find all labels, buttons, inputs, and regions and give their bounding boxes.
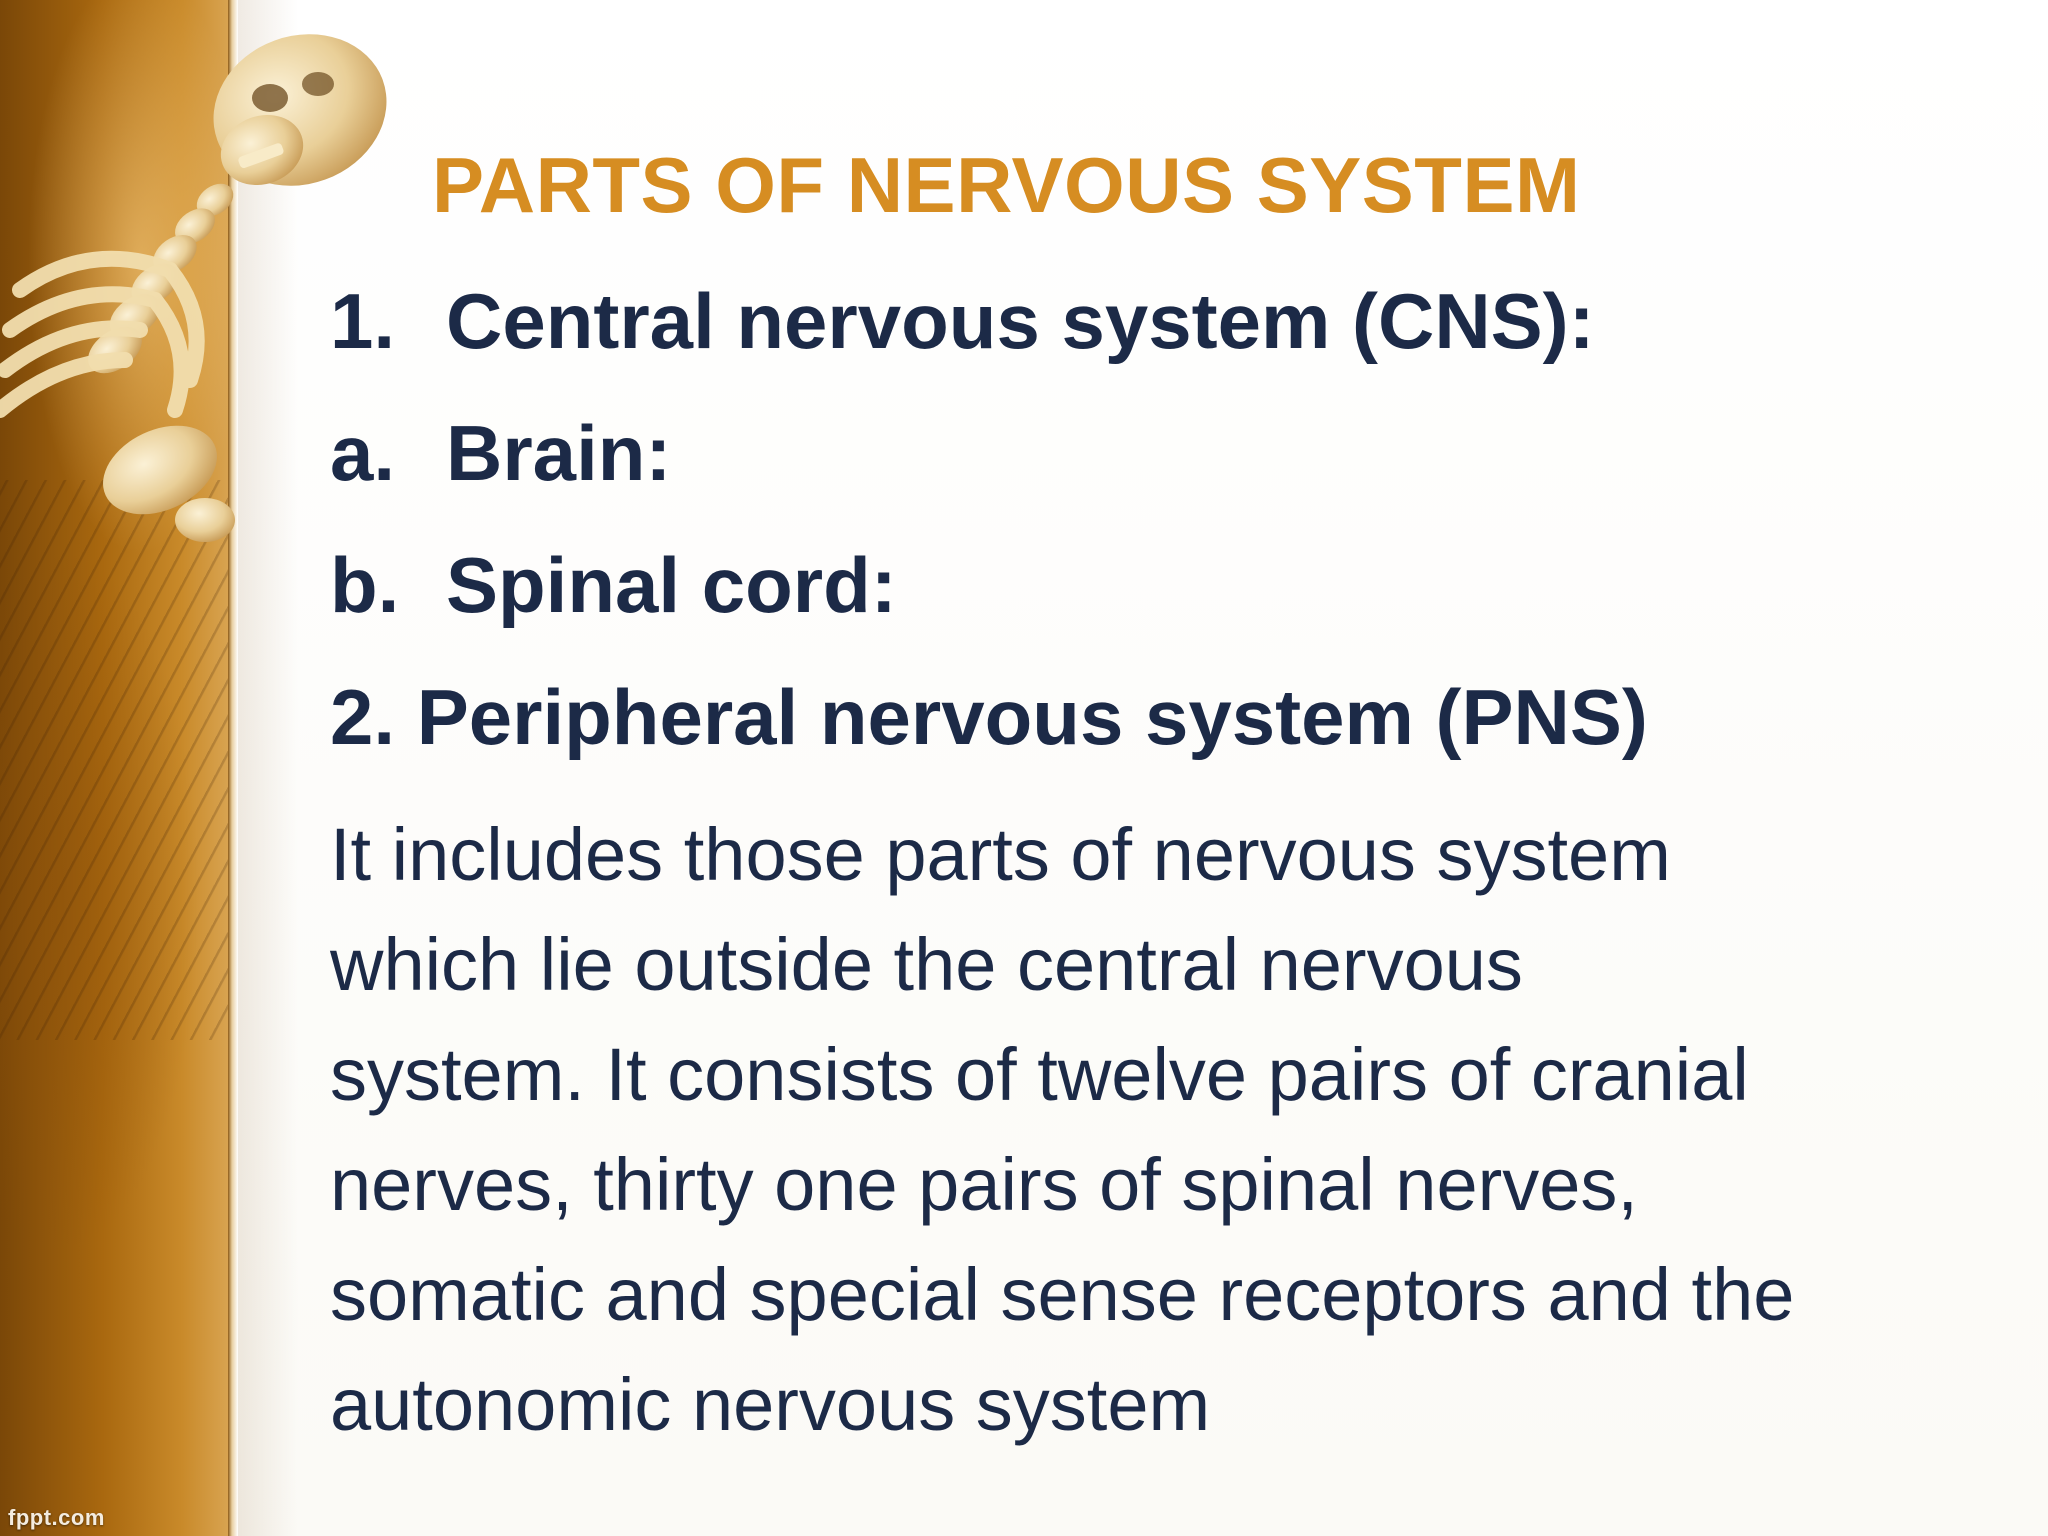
panel-edge: [228, 0, 238, 1536]
paragraph-line: It includes those parts of nervous syste…: [330, 813, 1671, 896]
paragraph-line: somatic and special sense receptors and …: [330, 1253, 1795, 1336]
list-label: Brain:: [446, 409, 672, 497]
paragraph-line: which lie outside the central nervous: [330, 923, 1523, 1006]
list-item-brain: a. Brain:: [330, 408, 671, 499]
paragraph-line: autonomic nervous system: [330, 1363, 1211, 1446]
list-item-pns: 2. Peripheral nervous system (PNS): [330, 673, 1648, 761]
slide-title: PARTS OF NERVOUS SYSTEM: [432, 141, 1581, 229]
paragraph-line: nerves, thirty one pairs of spinal nerve…: [330, 1143, 1638, 1226]
fppt-watermark: fppt.com: [8, 1505, 105, 1530]
list-number: b.: [330, 541, 400, 629]
pns-description-paragraph: It includes those parts of nervous syste…: [330, 800, 2020, 1460]
list-label: Central nervous system (CNS):: [446, 277, 1595, 365]
panel-shadow: [238, 0, 298, 1536]
list-label: Spinal cord:: [446, 541, 897, 629]
list-number: 1.: [330, 277, 396, 365]
skeleton-illustration-icon: [0, 34, 387, 542]
list-item-spinal-cord: b. Spinal cord:: [330, 540, 897, 631]
list-item-cns: 1. Central nervous system (CNS):: [330, 276, 1595, 367]
book-page-texture: [0, 480, 228, 1040]
list-number: a.: [330, 409, 396, 497]
paragraph-line: system. It consists of twelve pairs of c…: [330, 1033, 1749, 1116]
